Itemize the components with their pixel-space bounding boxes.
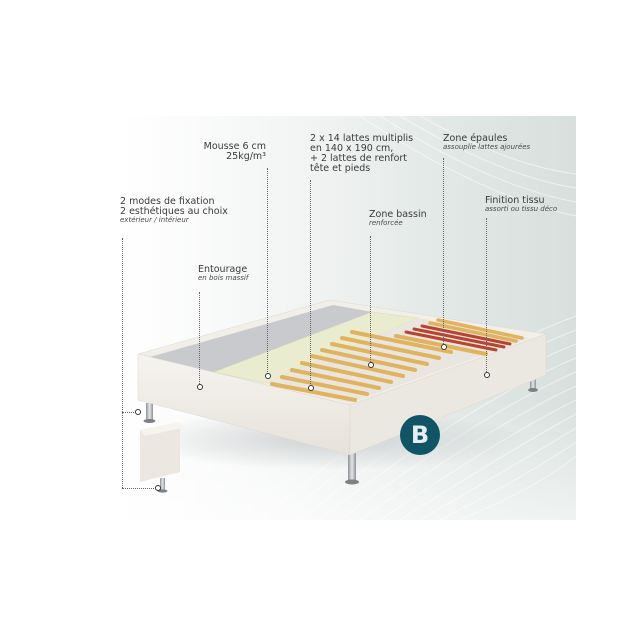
label-zone-epaules: Zone épaules assouplie lattes ajourées: [443, 133, 531, 151]
leader-epaules: [443, 158, 444, 344]
leader-entourage: [199, 292, 200, 384]
slats: [270, 318, 524, 402]
leader-bassin: [370, 236, 371, 362]
marker-epaules: [441, 344, 447, 350]
leader-fixation: [122, 238, 123, 488]
marker-fixation-interior: [155, 485, 161, 491]
label-fixation: 2 modes de fixation 2 esthétiques au cho…: [120, 196, 228, 224]
marker-entourage: [197, 384, 203, 390]
marker-bassin: [368, 362, 374, 368]
leader-mousse: [267, 168, 268, 374]
marker-mousse: [265, 373, 271, 379]
label-lattes: 2 x 14 lattes multiplis en 140 x 190 cm,…: [310, 133, 414, 174]
label-finition: Finition tissu assorti ou tissu déco: [485, 195, 558, 213]
marker-fixation-exterior: [135, 409, 141, 415]
label-entourage: Entourage en bois massif: [198, 264, 249, 282]
label-mousse: Mousse 6 cm 25kg/m³: [203, 141, 266, 162]
marker-finition: [484, 372, 490, 378]
leader-finition: [486, 218, 487, 372]
leader-fixation-bottom: [122, 488, 154, 489]
leader-lattes: [310, 180, 311, 384]
brand-logo: B: [400, 415, 440, 455]
logo-letter: B: [410, 421, 430, 449]
label-zone-bassin: Zone bassin renforcée: [369, 209, 427, 227]
marker-lattes: [308, 385, 314, 391]
leader-fixation-top: [122, 412, 134, 413]
